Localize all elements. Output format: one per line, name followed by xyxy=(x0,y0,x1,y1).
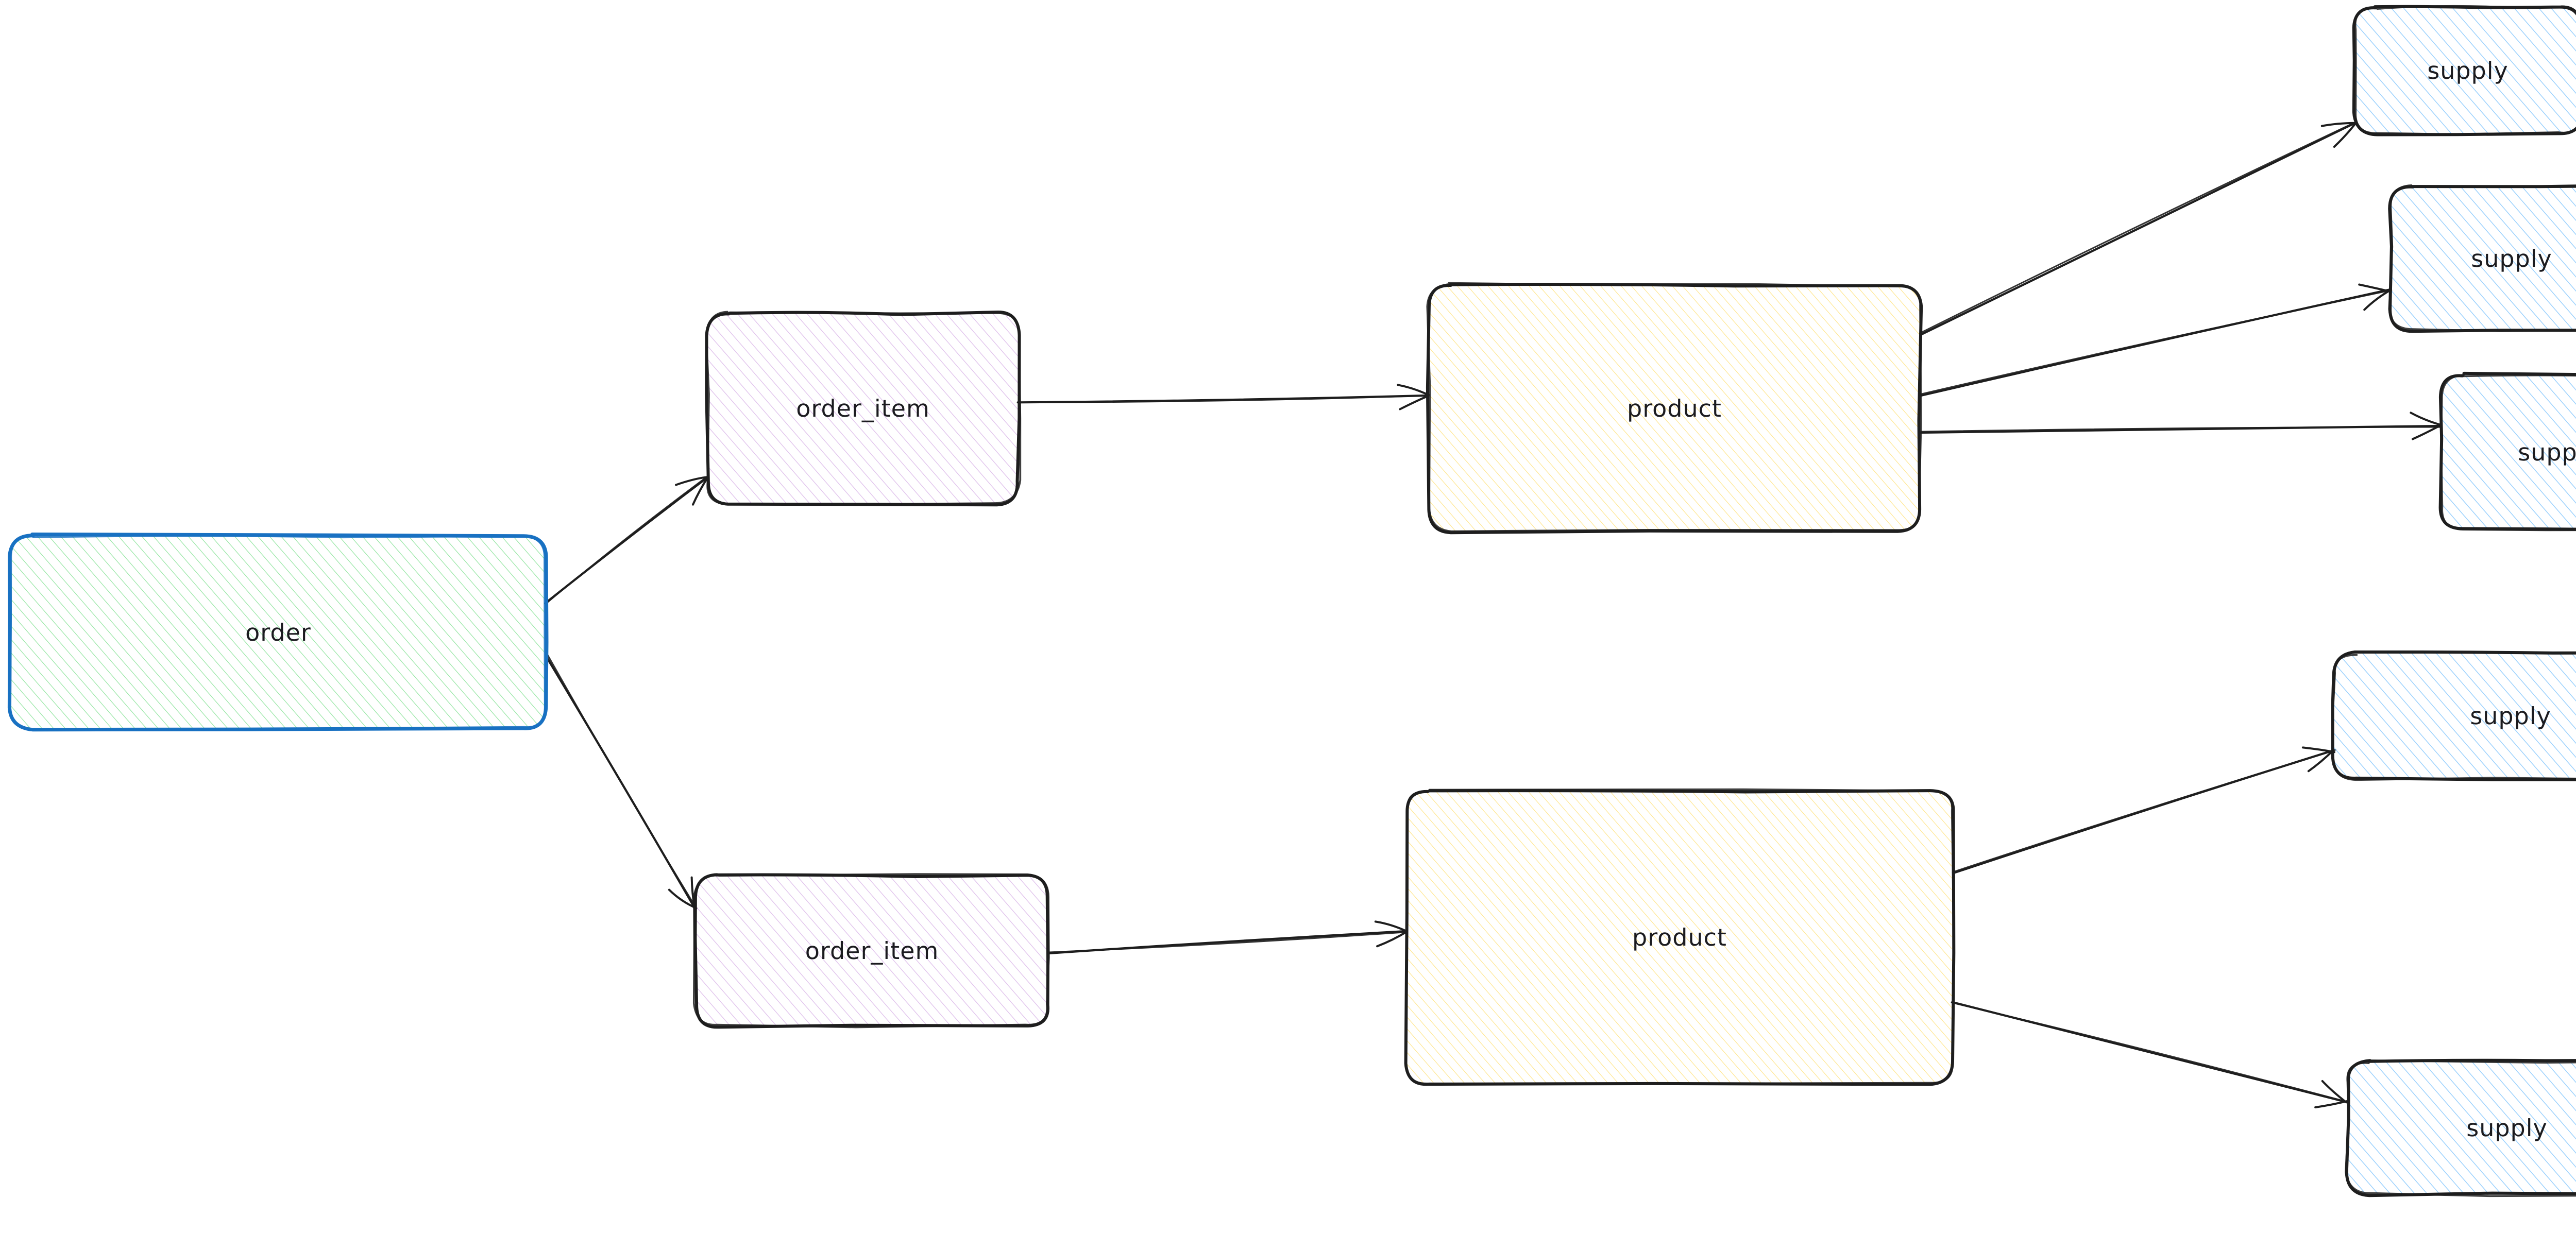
node-outline-b-supply_2 xyxy=(2388,184,2576,332)
node-fill-supply_5 xyxy=(2347,1060,2576,1195)
node-outline-b-order_item_bottom xyxy=(692,873,1050,1029)
edge-layer xyxy=(544,122,2443,1108)
node-supply_1[interactable] xyxy=(2352,5,2576,136)
arrowhead-upper xyxy=(2333,123,2356,148)
edge-line-b xyxy=(1952,749,2336,873)
edge-order-to-order_item_bottom[interactable] xyxy=(545,654,698,910)
node-fill-order_item_top xyxy=(706,312,1020,505)
edge-product_top-to-supply_3[interactable] xyxy=(1918,412,2443,440)
edge-line-b xyxy=(1016,395,1430,403)
arrowhead-lower xyxy=(675,476,708,486)
arrowhead-lower xyxy=(2301,746,2335,754)
edge-line-b xyxy=(546,654,698,910)
edge-order_item_top-to-product_top[interactable] xyxy=(1016,384,1430,410)
edge-line-b xyxy=(1951,1002,2348,1103)
node-fill-product_top xyxy=(1428,284,1921,532)
arrowhead-upper xyxy=(2314,1100,2349,1108)
node-product_top[interactable] xyxy=(1426,282,1923,535)
arrowhead-upper xyxy=(2412,423,2443,440)
arrowhead-upper xyxy=(1376,931,1408,948)
edge-line-b xyxy=(1048,931,1408,953)
node-outline-b-order_item_top xyxy=(705,311,1022,506)
node-fill-product_bottom xyxy=(1405,789,1953,1085)
node-supply_5[interactable] xyxy=(2345,1058,2576,1197)
node-hit-order_item_bottom[interactable] xyxy=(696,876,1048,1026)
edge-product_bottom-to-supply_5[interactable] xyxy=(1951,1001,2349,1108)
node-outline-b-supply_3 xyxy=(2440,374,2576,532)
arrowhead-lower xyxy=(2358,283,2391,293)
edge-line-b xyxy=(1921,426,2442,433)
node-hit-order[interactable] xyxy=(10,536,546,729)
node-fill-supply_2 xyxy=(2390,185,2576,332)
node-outline-b-supply_1 xyxy=(2354,5,2576,135)
node-supply_3[interactable] xyxy=(2438,371,2576,532)
node-order_item_bottom[interactable] xyxy=(692,873,1050,1029)
arrowhead-lower xyxy=(1374,920,1408,933)
edge-line-b xyxy=(1919,289,2393,396)
node-fill-order_item_bottom xyxy=(694,875,1049,1027)
node-hit-supply_1[interactable] xyxy=(2354,7,2576,134)
node-hit-product_top[interactable] xyxy=(1429,285,1920,532)
arrowhead-lower xyxy=(2320,122,2357,127)
node-outline-b-supply_5 xyxy=(2345,1059,2576,1197)
node-hit-product_bottom[interactable] xyxy=(1406,791,1953,1084)
node-hit-order_item_top[interactable] xyxy=(707,313,1019,504)
edge-line-a xyxy=(1920,122,2356,336)
node-hit-supply_5[interactable] xyxy=(2347,1061,2576,1194)
arrowhead-upper xyxy=(692,476,709,506)
node-outline-b-supply_4 xyxy=(2331,650,2576,781)
node-supply_4[interactable] xyxy=(2331,650,2576,781)
node-layer xyxy=(7,5,2576,1197)
node-outline-b-product_top xyxy=(1426,282,1922,533)
node-fill-order xyxy=(9,535,547,730)
node-hit-supply_2[interactable] xyxy=(2391,186,2576,331)
arrowhead-lower xyxy=(2321,1080,2348,1104)
node-fill-supply_3 xyxy=(2440,373,2576,531)
edge-order_item_bottom-to-product_bottom[interactable] xyxy=(1047,920,1408,955)
node-hit-supply_4[interactable] xyxy=(2334,653,2576,779)
node-outline-b-product_bottom xyxy=(1405,788,1955,1085)
edge-order-to-order_item_top[interactable] xyxy=(544,475,709,605)
node-order_item_top[interactable] xyxy=(705,310,1022,507)
node-product_bottom[interactable] xyxy=(1404,788,1956,1086)
node-hit-supply_3[interactable] xyxy=(2441,374,2576,530)
node-fill-supply_1 xyxy=(2353,6,2576,133)
arrowhead-lower xyxy=(2410,412,2442,426)
arrowhead-lower xyxy=(1397,384,1430,397)
node-outline-b-order xyxy=(9,534,547,731)
edge-line-b xyxy=(1919,122,2355,334)
edge-product_top-to-supply_1[interactable] xyxy=(1919,122,2357,336)
edge-product_bottom-to-supply_4[interactable] xyxy=(1952,746,2336,875)
node-supply_2[interactable] xyxy=(2388,184,2576,333)
edge-product_top-to-supply_2[interactable] xyxy=(1919,283,2393,397)
edge-line-b xyxy=(547,475,709,603)
arrowhead-upper xyxy=(1399,395,1429,410)
node-order[interactable] xyxy=(7,533,549,732)
node-fill-supply_4 xyxy=(2334,652,2576,779)
